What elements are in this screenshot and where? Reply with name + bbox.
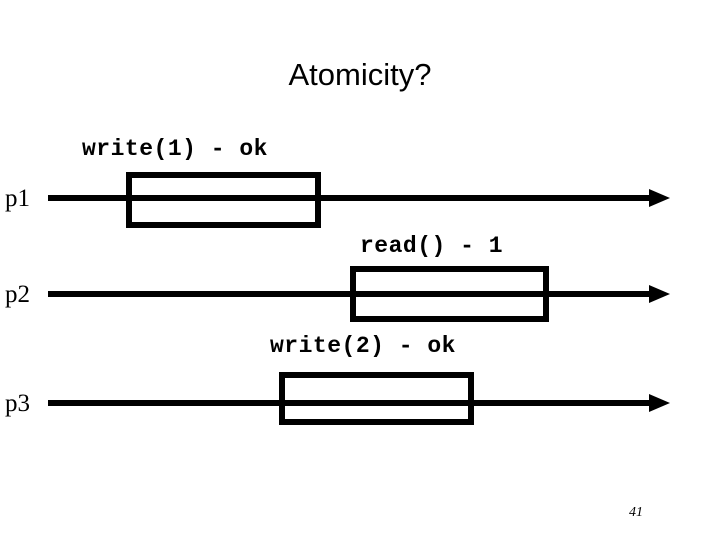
timeline-arrowhead-p2 bbox=[649, 285, 670, 303]
process-label-p1: p1 bbox=[5, 185, 30, 212]
timeline-arrowhead-p3 bbox=[649, 394, 670, 412]
process-label-p3: p3 bbox=[5, 390, 30, 417]
timeline-arrowhead-p1 bbox=[649, 189, 670, 207]
operation-label-p2: read() - 1 bbox=[360, 233, 504, 259]
page-title: Atomicity? bbox=[288, 57, 432, 92]
process-label-p2: p2 bbox=[5, 281, 30, 308]
timeline-line-p2 bbox=[48, 291, 649, 297]
operation-label-p3: write(2) - ok bbox=[270, 333, 456, 359]
operation-interval-box-p2 bbox=[350, 266, 549, 322]
operation-interval-box-p3 bbox=[279, 372, 474, 425]
timeline-line-p3 bbox=[48, 400, 649, 406]
page-number: 41 bbox=[629, 505, 643, 520]
timeline-line-p1 bbox=[48, 195, 649, 201]
operation-label-p1: write(1) - ok bbox=[82, 136, 268, 162]
operation-interval-box-p1 bbox=[126, 172, 321, 228]
